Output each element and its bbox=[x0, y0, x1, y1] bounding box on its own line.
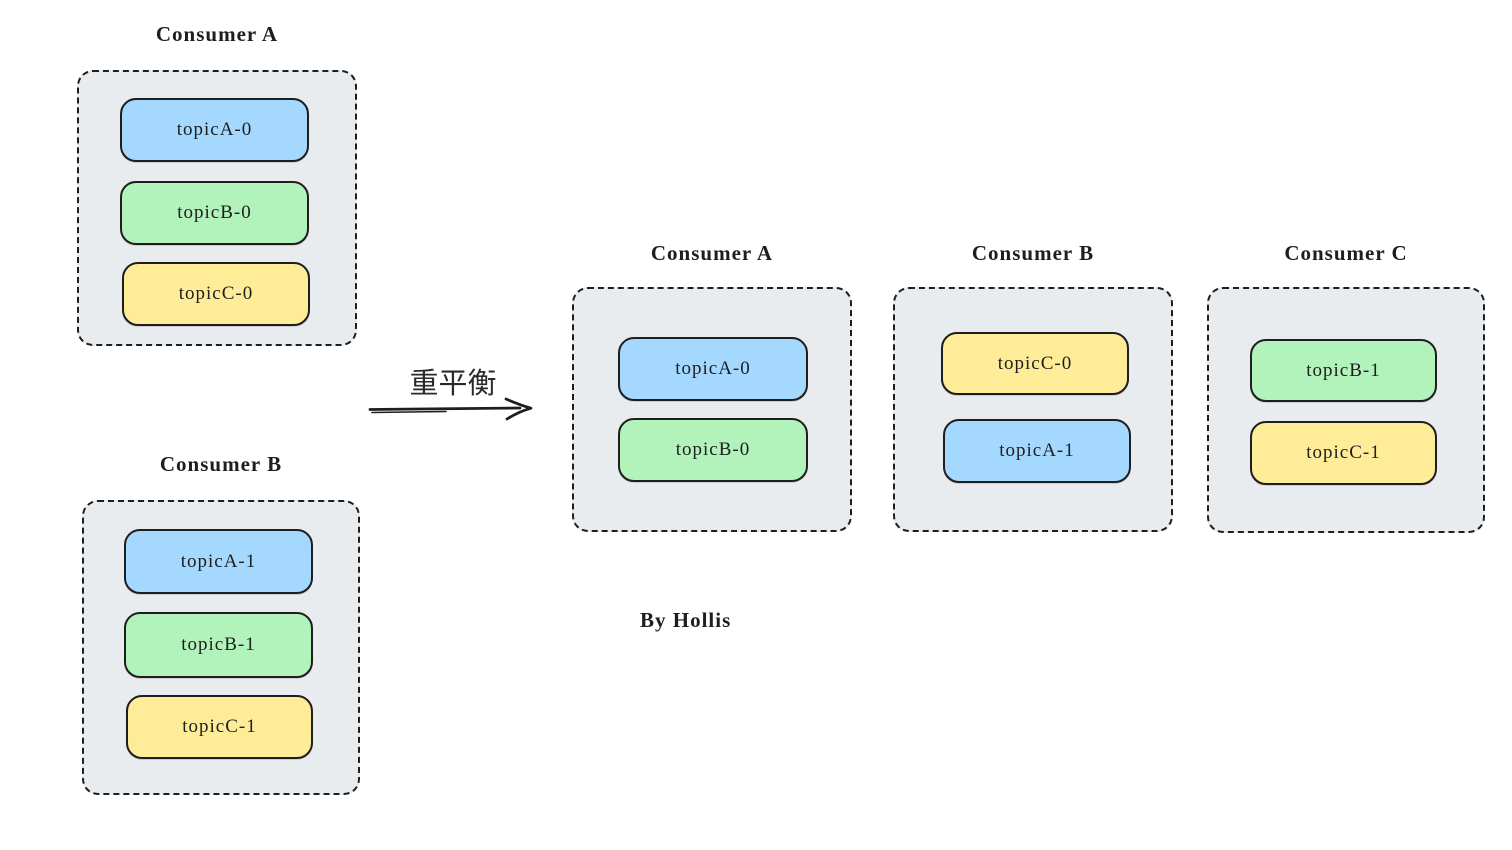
after-consumer-b-box bbox=[893, 287, 1173, 532]
partition-topicC-0-after: topicC-0 bbox=[941, 332, 1129, 395]
partition-topicA-1: topicA-1 bbox=[124, 529, 313, 594]
partition-topicA-1-after: topicA-1 bbox=[943, 419, 1131, 483]
partition-topicC-1-after: topicC-1 bbox=[1250, 421, 1437, 485]
rebalance-arrow-icon bbox=[368, 397, 533, 421]
after-consumer-a-title: Consumer A bbox=[650, 241, 774, 265]
partition-topicA-0: topicA-0 bbox=[120, 98, 309, 162]
after-consumer-a-box bbox=[572, 287, 852, 532]
rebalance-label: 重平衡 bbox=[409, 368, 497, 400]
before-consumer-a-title: Consumer A bbox=[155, 22, 279, 46]
partition-topicB-1: topicB-1 bbox=[124, 612, 313, 678]
partition-topicB-1-after: topicB-1 bbox=[1250, 339, 1437, 402]
credit-text: By Hollis bbox=[640, 608, 732, 632]
after-consumer-b-title: Consumer B bbox=[971, 241, 1095, 265]
partition-topicC-0: topicC-0 bbox=[122, 262, 310, 326]
before-consumer-b-title: Consumer B bbox=[159, 452, 283, 476]
partition-topicA-0-after: topicA-0 bbox=[618, 337, 808, 401]
partition-topicB-0-after: topicB-0 bbox=[618, 418, 808, 482]
after-consumer-c-title: Consumer C bbox=[1284, 241, 1408, 265]
partition-topicC-1: topicC-1 bbox=[126, 695, 313, 759]
partition-topicB-0: topicB-0 bbox=[120, 181, 309, 245]
after-consumer-c-box bbox=[1207, 287, 1485, 533]
